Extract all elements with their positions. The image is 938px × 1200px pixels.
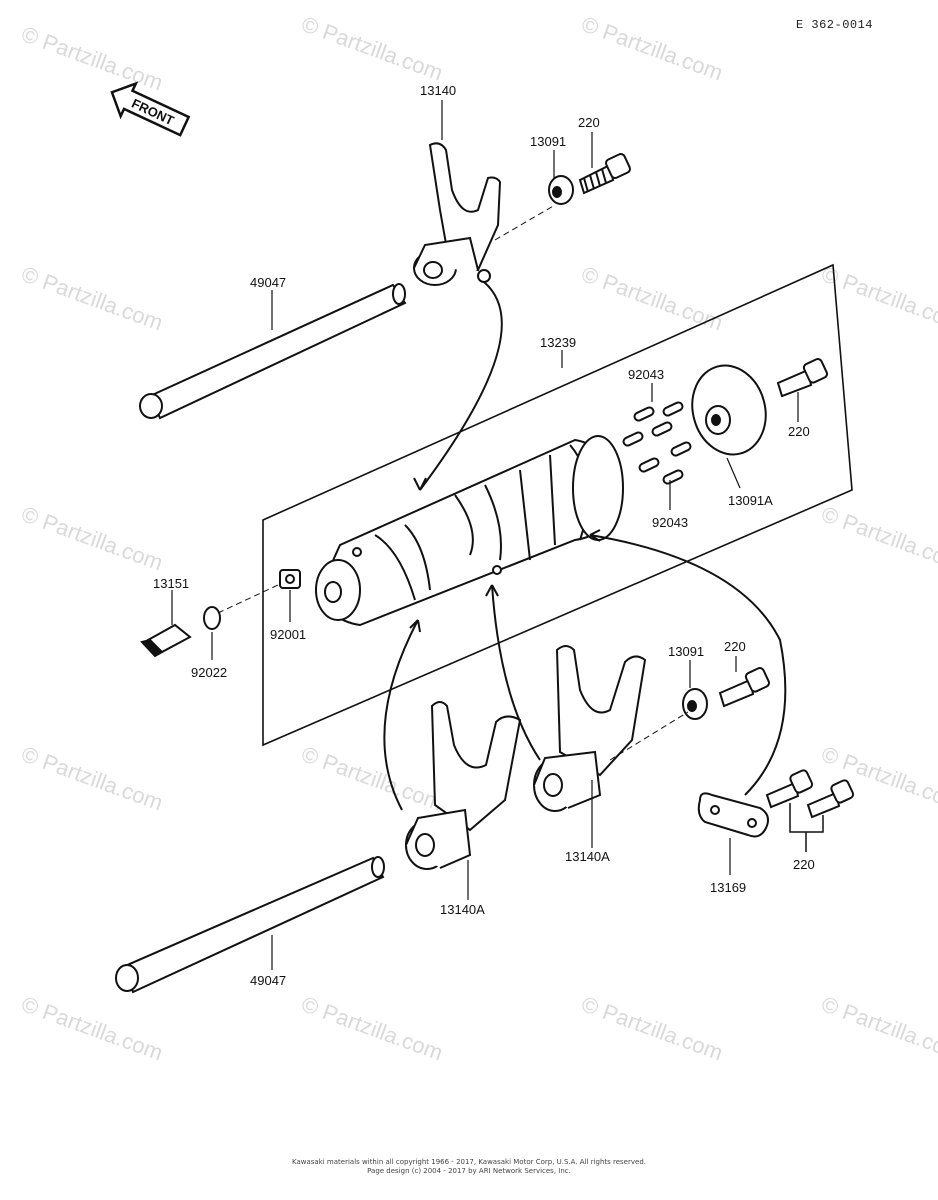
shift-rod-bottom <box>115 856 385 994</box>
diagram-code: E 362-0014 <box>796 18 874 32</box>
bolt-bottom <box>718 667 770 708</box>
part-label-13151: 13151 <box>153 576 189 591</box>
watermark: © Partzilla.com <box>298 991 446 1065</box>
part-label-13140: 13140 <box>420 83 456 98</box>
watermark: © Partzilla.com <box>578 261 726 335</box>
part-label-13239: 13239 <box>540 335 576 350</box>
engagement-arrows <box>383 281 787 811</box>
watermark: © Partzilla.com <box>18 741 166 815</box>
watermark: © Partzilla.com <box>818 501 938 575</box>
watermark: © Partzilla.com <box>818 991 938 1065</box>
part-label-13091: 13091 <box>668 644 704 659</box>
part-label-220: 220 <box>724 639 746 654</box>
shift-fork-bottom-right <box>533 645 647 812</box>
part-label-92043: 92043 <box>628 367 664 382</box>
watermark: © Partzilla.com <box>298 741 446 815</box>
shift-fork-bottom-left <box>405 701 522 870</box>
neutral-switch <box>140 623 192 658</box>
shift-fork-top <box>413 142 502 286</box>
part-label-220: 220 <box>578 115 600 130</box>
part-label-13091a: 13091A <box>728 493 773 508</box>
leader-lines <box>171 100 799 970</box>
watermark: © Partzilla.com <box>298 11 446 85</box>
part-label-13140a: 13140A <box>565 849 610 864</box>
drum-plug <box>279 569 301 589</box>
part-labels: 13140 220 13091 49047 13239 92043 220 13… <box>153 83 815 988</box>
switch-washer <box>203 606 221 630</box>
part-label-49047: 49047 <box>250 275 286 290</box>
shift-rod-top <box>139 283 407 420</box>
drum-assembly-outline <box>262 263 853 747</box>
part-label-220: 220 <box>788 424 810 439</box>
bolt-top <box>578 153 631 195</box>
washer-top <box>548 175 574 205</box>
page-design-footer: Page design (c) 2004 - 2017 by ARI Netwo… <box>367 1167 571 1175</box>
shift-drum <box>315 435 624 627</box>
part-label-92001: 92001 <box>270 627 306 642</box>
part-label-220: 220 <box>793 857 815 872</box>
holder-plate <box>697 792 769 838</box>
copyright-footer: Kawasaki materials within all copyright … <box>292 1158 646 1166</box>
watermark: © Partzilla.com <box>18 991 166 1065</box>
drum-pins <box>622 401 692 485</box>
watermark: © Partzilla.com <box>18 21 166 95</box>
watermark: © Partzilla.com <box>578 991 726 1065</box>
watermark: © Partzilla.com <box>18 501 166 575</box>
part-label-13091: 13091 <box>530 134 566 149</box>
watermark: © Partzilla.com <box>18 261 166 335</box>
part-label-13169: 13169 <box>710 880 746 895</box>
part-label-92043: 92043 <box>652 515 688 530</box>
watermark: © Partzilla.com <box>578 11 726 85</box>
holder-bolts <box>765 769 855 819</box>
washer-bottom <box>682 688 708 720</box>
drum-cam-plate <box>691 364 767 456</box>
part-label-49047: 49047 <box>250 973 286 988</box>
bolt-right <box>776 358 828 398</box>
part-label-13140a: 13140A <box>440 902 485 917</box>
part-label-92022: 92022 <box>191 665 227 680</box>
